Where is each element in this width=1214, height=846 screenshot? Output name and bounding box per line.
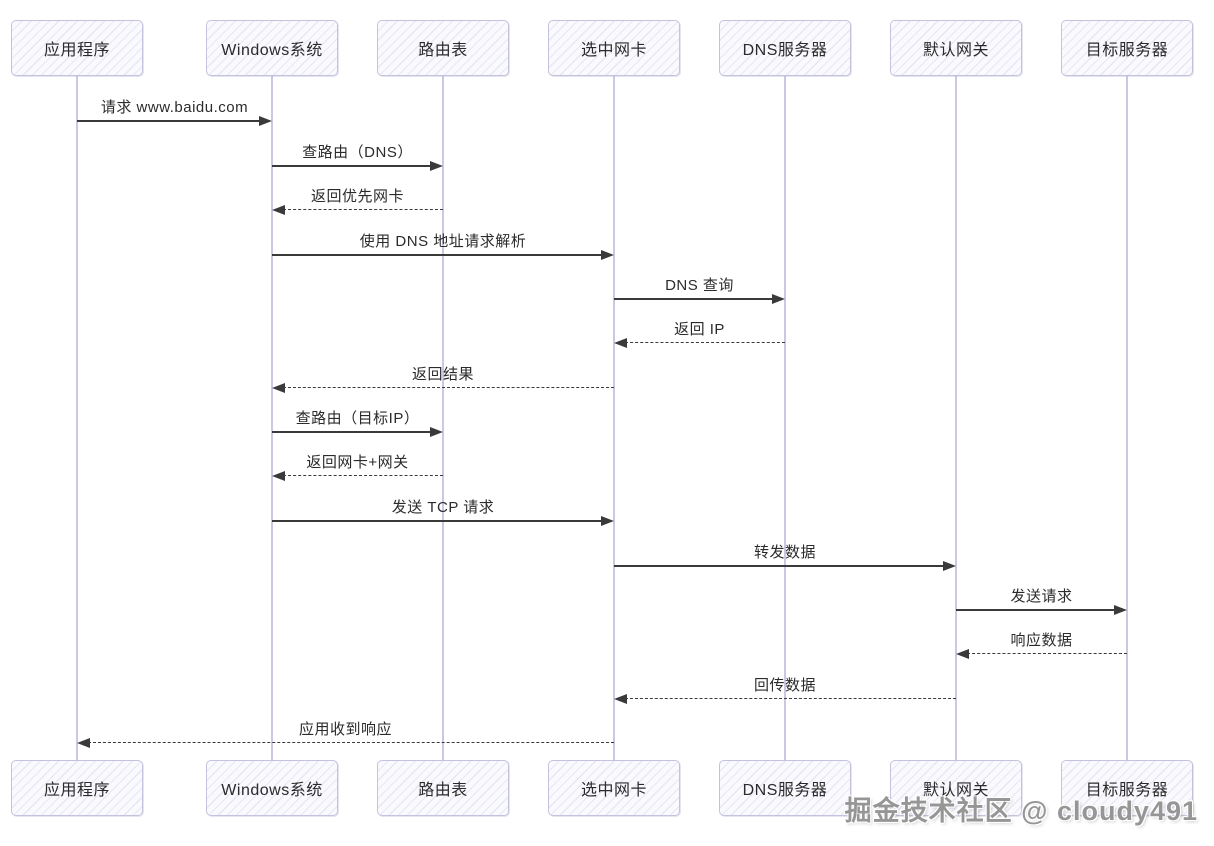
lifeline-app [76, 76, 78, 760]
participant-app-bottom: 应用程序 [11, 760, 143, 816]
message-arrowhead-13 [614, 693, 627, 704]
message-arrowhead-3 [601, 249, 614, 260]
participant-label: 应用程序 [43, 42, 110, 59]
watermark: 掘金技术社区 @ cloudy491 [844, 796, 1198, 826]
message-arrowhead-12 [956, 648, 969, 659]
participant-label: 应用程序 [43, 782, 110, 799]
message-arrowhead-8 [272, 470, 285, 481]
participant-windows-bottom: Windows系统 [206, 760, 338, 816]
message-label-7: 查路由（目标IP） [295, 410, 420, 427]
message-label-14: 应用收到响应 [298, 721, 392, 738]
participant-label: 选中网卡 [580, 782, 647, 799]
message-line-14 [88, 742, 614, 743]
message-line-9 [272, 520, 603, 522]
participant-dns-server-bottom: DNS服务器 [719, 760, 851, 816]
participant-app-top: 应用程序 [11, 20, 143, 76]
message-line-8 [283, 475, 443, 476]
lifeline-windows [271, 76, 273, 760]
message-label-5: 返回 IP [674, 321, 725, 338]
participant-windows-top: Windows系统 [206, 20, 338, 76]
participant-label: DNS服务器 [742, 782, 828, 799]
message-arrowhead-5 [614, 337, 627, 348]
message-line-7 [272, 431, 432, 433]
message-line-3 [272, 254, 603, 256]
participant-label: DNS服务器 [742, 42, 828, 59]
participant-label: 路由表 [418, 782, 468, 799]
participant-label: Windows系统 [221, 42, 323, 59]
lifeline-route-table [442, 76, 444, 760]
participant-gateway-bottom: 默认网关 [890, 760, 1022, 816]
message-line-5 [625, 342, 785, 343]
lifeline-dns-server [784, 76, 786, 760]
message-label-0: 请求 www.baidu.com [100, 99, 249, 116]
participant-target-server-bottom: 目标服务器 [1061, 760, 1193, 816]
lifeline-gateway [955, 76, 957, 760]
participant-dns-server-top: DNS服务器 [719, 20, 851, 76]
message-line-13 [625, 698, 956, 699]
message-line-10 [614, 565, 945, 567]
participant-route-table-top: 路由表 [377, 20, 509, 76]
message-label-12: 响应数据 [1010, 632, 1073, 649]
message-arrowhead-4 [772, 293, 785, 304]
participant-label: 目标服务器 [1085, 42, 1169, 59]
message-line-12 [967, 653, 1127, 654]
participant-selected-nic-bottom: 选中网卡 [548, 760, 680, 816]
participant-selected-nic-top: 选中网卡 [548, 20, 680, 76]
message-arrowhead-7 [430, 426, 443, 437]
message-line-1 [272, 165, 432, 167]
message-label-8: 返回网卡+网关 [306, 454, 409, 471]
message-arrowhead-1 [430, 160, 443, 171]
participant-label: 选中网卡 [580, 42, 647, 59]
participant-label: Windows系统 [221, 782, 323, 799]
message-arrowhead-14 [77, 737, 90, 748]
participant-label: 目标服务器 [1085, 782, 1169, 799]
message-line-6 [283, 387, 614, 388]
message-label-11: 发送请求 [1010, 588, 1073, 605]
participant-route-table-bottom: 路由表 [377, 760, 509, 816]
message-line-4 [614, 298, 774, 300]
message-line-2 [283, 209, 443, 210]
participant-label: 默认网关 [922, 782, 989, 799]
message-line-11 [956, 609, 1116, 611]
message-arrowhead-6 [272, 382, 285, 393]
message-line-0 [77, 120, 261, 122]
message-arrowhead-11 [1114, 604, 1127, 615]
message-label-1: 查路由（DNS） [302, 144, 413, 161]
message-arrowhead-0 [259, 115, 272, 126]
lifeline-selected-nic [613, 76, 615, 760]
message-arrowhead-9 [601, 515, 614, 526]
message-label-4: DNS 查询 [665, 277, 734, 294]
message-label-2: 返回优先网卡 [310, 188, 404, 205]
participant-label: 默认网关 [922, 42, 989, 59]
participant-label: 路由表 [418, 42, 468, 59]
message-arrowhead-10 [943, 560, 956, 571]
lifeline-target-server [1126, 76, 1128, 760]
participant-target-server-top: 目标服务器 [1061, 20, 1193, 76]
message-arrowhead-2 [272, 204, 285, 215]
participant-gateway-top: 默认网关 [890, 20, 1022, 76]
